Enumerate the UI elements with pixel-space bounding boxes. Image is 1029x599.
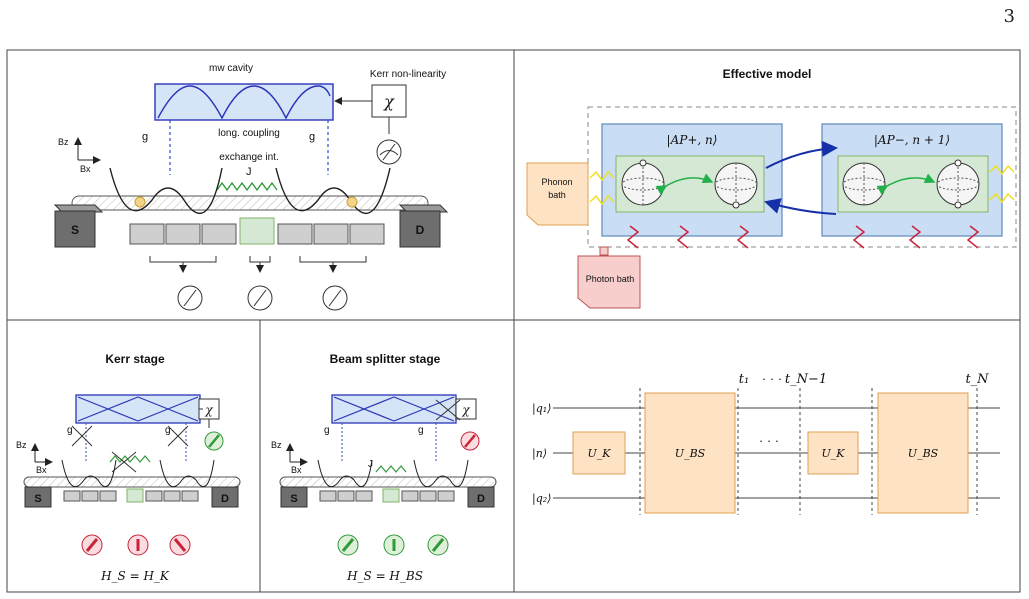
panel-effective-model: Effective model |AP+, n⟩ |AP−, n + 1⟩: [526, 67, 1017, 309]
phonon-bath-line2: bath: [548, 190, 566, 200]
photon-bath-label: Photon bath: [586, 274, 635, 284]
kerr-readout-meter: [376, 139, 402, 165]
gate-uk-1: [572, 431, 626, 475]
panel-beam-splitter-stage: Beam splitter stage χ g g Bz Bx J S D: [271, 352, 497, 583]
effective-model-title: Effective model: [723, 67, 812, 81]
source-contact: S: [53, 204, 104, 248]
n-label: |n⟩: [532, 447, 547, 461]
mw-cavity-d: [331, 394, 457, 424]
phonon-bath: Phonon bath: [526, 162, 589, 226]
source-d: S: [290, 493, 297, 505]
panel-kerr-stage: Kerr stage χ g g Bz Bx S D: [16, 352, 241, 583]
exchange-label: exchange int.: [219, 152, 279, 163]
tN-1-label: t_N−1: [785, 372, 827, 387]
g-left-c: g: [67, 425, 73, 436]
state-right-label: |AP−, n + 1⟩: [874, 133, 950, 147]
kerr-chi-c: χ: [204, 403, 213, 417]
gate-ubs-1-label: U_BS: [675, 447, 706, 460]
gate-electrodes: [129, 217, 385, 245]
bx-d: Bx: [291, 465, 302, 475]
bz-d: Bz: [271, 440, 282, 450]
mid-dots: · · ·: [759, 433, 779, 448]
bx-c: Bx: [36, 465, 47, 475]
q2-label: |q₂⟩: [532, 492, 551, 506]
mw-cavity: [154, 83, 334, 121]
hamiltonian-c: H_S = H_K: [100, 569, 170, 583]
g-left-label: g: [142, 131, 148, 143]
gate-ubs-1: [644, 392, 736, 514]
tN-label: t_N: [965, 372, 989, 387]
gate-uk-2-label: U_K: [822, 447, 846, 460]
g-right-d: g: [418, 425, 424, 436]
gate-ubs-2-label: U_BS: [908, 447, 939, 460]
readout-meters: [177, 285, 348, 311]
kerr-label: Kerr non-linearity: [370, 69, 446, 80]
top-dots: · · ·: [762, 371, 782, 386]
drain-label: D: [416, 223, 425, 237]
phonon-bath-line1: Phonon: [541, 177, 572, 187]
state-left-label: |AP+, n⟩: [667, 133, 718, 147]
kerr-chi-d: χ: [461, 403, 470, 417]
nanowire: [71, 195, 429, 211]
g-right-label: g: [309, 131, 315, 143]
J-d: J: [368, 459, 373, 470]
drain-d: D: [477, 493, 485, 505]
double-well-left: [109, 167, 223, 214]
panel-device-overview: mw cavity Kerr non-linearity χ g g long.…: [53, 63, 449, 311]
page-number: 3: [1003, 6, 1015, 27]
drain-c: D: [221, 493, 229, 505]
cavity-label: mw cavity: [209, 63, 253, 74]
kerr-box: [371, 84, 407, 118]
g-right-c: g: [165, 425, 171, 436]
bx-label: Bx: [80, 164, 91, 174]
kerr-chi: χ: [383, 92, 395, 111]
q1-label: |q₁⟩: [532, 402, 551, 416]
gate-ubs-2: [877, 392, 969, 514]
long-coupling-label: long. coupling: [218, 128, 280, 139]
photon-bath: Photon bath: [577, 246, 641, 309]
cavity-mode-wave: [157, 85, 331, 120]
panel-circuit: |q₁⟩ |n⟩ |q₂⟩ t₁ · · · t_N−1 t_N U_K U_B…: [532, 371, 1000, 515]
gate-uk-1-label: U_K: [588, 447, 612, 460]
J-label: J: [246, 166, 252, 178]
drain-contact: D: [398, 204, 449, 248]
source-label: S: [71, 223, 79, 237]
source-c: S: [34, 493, 41, 505]
g-left-d: g: [324, 425, 330, 436]
kerr-stage-title: Kerr stage: [105, 352, 165, 366]
gate-uk-2: [807, 431, 859, 475]
t1-label: t₁: [739, 372, 749, 387]
axes-indicator: Bz Bx: [58, 137, 101, 174]
bz-c: Bz: [16, 440, 27, 450]
hamiltonian-d: H_S = H_BS: [346, 569, 423, 583]
panel-frames: [6, 49, 1021, 593]
double-well-right: [275, 167, 391, 214]
mw-cavity-c: [75, 394, 201, 424]
bz-label: Bz: [58, 137, 69, 147]
bs-stage-title: Beam splitter stage: [330, 352, 441, 366]
